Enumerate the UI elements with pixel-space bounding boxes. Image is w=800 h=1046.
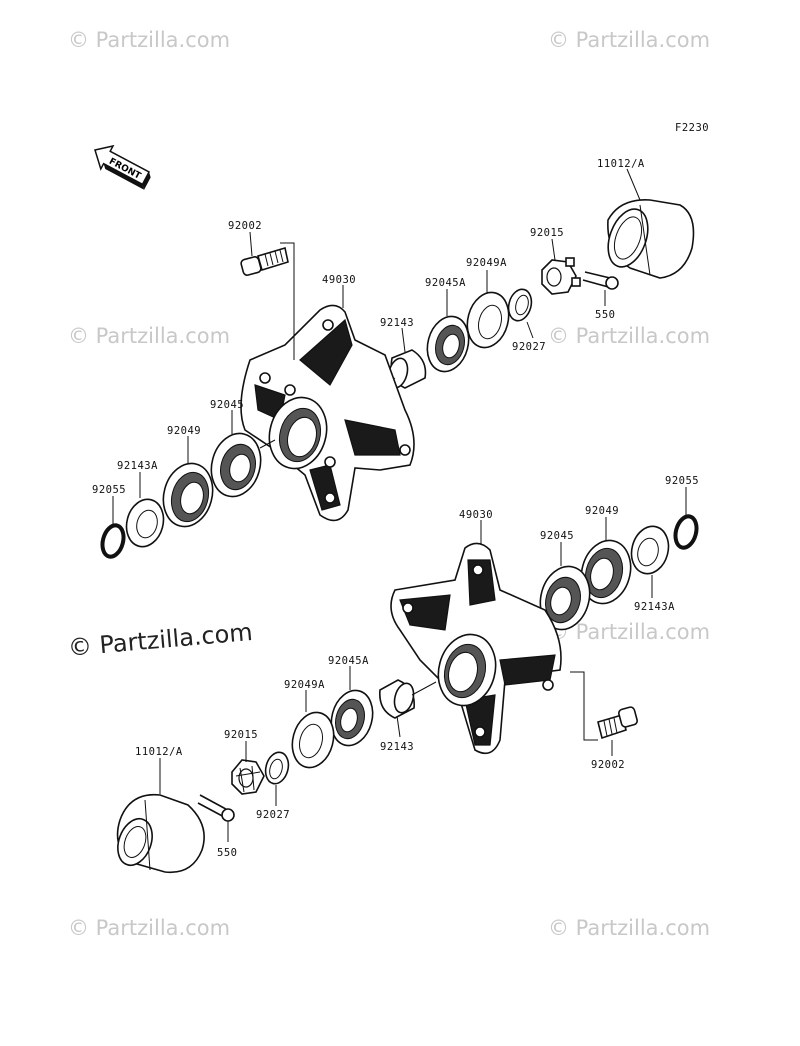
hub-cap-upper <box>607 199 695 279</box>
watermark: © Partzilla.com <box>68 916 231 940</box>
castle-nut-upper <box>541 257 581 295</box>
castle-nut-lower <box>231 759 265 795</box>
label-92055-upper: 92055 <box>92 484 126 496</box>
bearing-lower <box>539 565 591 631</box>
label-92143-lower: 92143 <box>380 741 414 753</box>
label-92049-lower: 92049 <box>585 505 619 517</box>
wheel-stud-upper <box>240 246 289 276</box>
wheel-hub-lower <box>390 542 562 755</box>
watermark: © Partzilla.com <box>68 28 231 52</box>
wheel-stud-lower <box>597 706 638 740</box>
label-92143-upper: 92143 <box>380 317 414 329</box>
watermark: © Partzilla.com <box>548 28 711 52</box>
hub-cap-lower <box>116 793 205 874</box>
label-92055-lower: 92055 <box>665 475 699 487</box>
collar-lower <box>630 525 670 575</box>
label-92045A-lower: 92045A <box>328 655 369 667</box>
label-92045-upper: 92045 <box>210 399 244 411</box>
bearing-lower-side-upper <box>210 432 262 498</box>
watermark: © Partzilla.com <box>548 916 711 940</box>
label-11012-upper: 11012/A <box>597 158 645 170</box>
label-550-upper: 550 <box>595 309 615 321</box>
seal-upper <box>466 291 510 349</box>
watermark: © Partzilla.com <box>68 324 231 348</box>
front-arrow-icon: FRONT <box>94 144 151 190</box>
seal-lower <box>580 539 632 605</box>
collar-upper <box>125 498 165 548</box>
watermark: © Partzilla.com <box>548 324 711 348</box>
label-92002-lower: 92002 <box>591 759 625 771</box>
label-92027-lower: 92027 <box>256 809 290 821</box>
seal-hub-side-lower <box>291 711 335 769</box>
label-11012-lower: 11012/A <box>135 746 183 758</box>
bearing-upper <box>426 315 470 373</box>
o-ring-upper <box>100 523 126 559</box>
seal-lower-side-upper <box>162 462 214 528</box>
bearing-hub-side-lower <box>330 689 374 747</box>
label-92049A-upper: 92049A <box>466 257 507 269</box>
label-92143A-upper: 92143A <box>117 460 158 472</box>
figure-code: F2230 <box>675 122 709 134</box>
o-ring-lower <box>673 514 699 550</box>
spacer-lower <box>378 679 415 719</box>
cotter-pin-upper <box>582 271 619 290</box>
label-550-lower: 550 <box>217 847 237 859</box>
label-92049A-lower: 92049A <box>284 679 325 691</box>
label-92045-lower: 92045 <box>540 530 574 542</box>
label-92015-lower: 92015 <box>224 729 258 741</box>
label-92015-upper: 92015 <box>530 227 564 239</box>
label-49030-upper: 49030 <box>322 274 356 286</box>
wheel-hub-upper <box>240 304 415 522</box>
washer-upper <box>507 288 533 322</box>
label-92045A-upper: 92045A <box>425 277 466 289</box>
label-92143A-lower: 92143A <box>634 601 675 613</box>
washer-lower <box>264 751 290 785</box>
label-49030-lower: 49030 <box>459 509 493 521</box>
label-92049-upper: 92049 <box>167 425 201 437</box>
label-92027-upper: 92027 <box>512 341 546 353</box>
label-92002-upper: 92002 <box>228 220 262 232</box>
leader-line <box>626 168 641 201</box>
cotter-pin-lower <box>197 794 235 822</box>
